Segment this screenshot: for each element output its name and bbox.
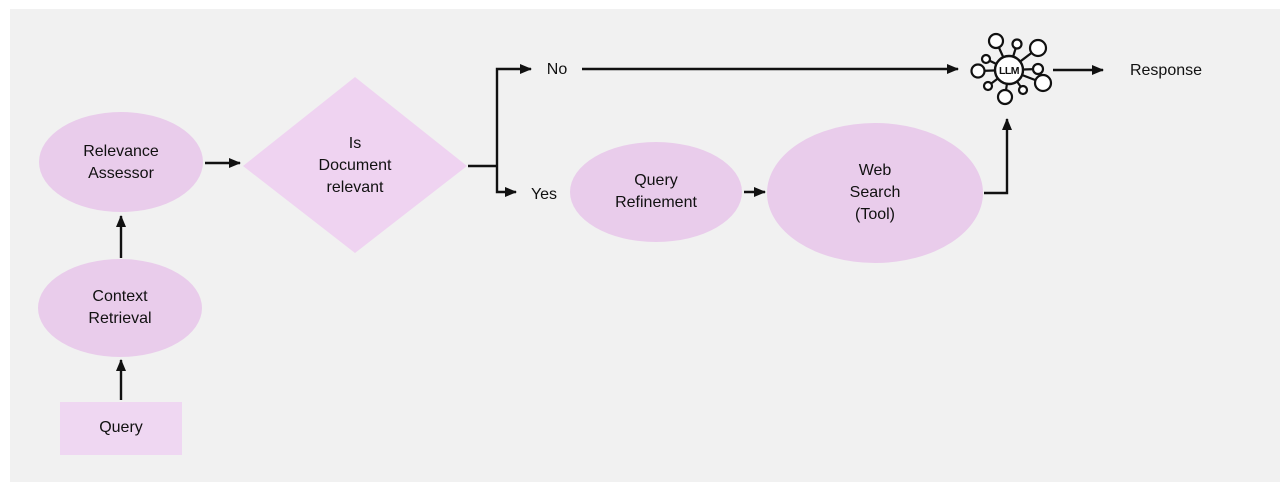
node-query xyxy=(60,402,182,455)
edge-label-no: No xyxy=(546,61,568,78)
node-relevance-assessor xyxy=(39,112,203,212)
label-context-retrieval: Context Retrieval xyxy=(88,287,152,327)
node-web-search xyxy=(767,123,983,263)
label-response: Response xyxy=(1129,61,1203,79)
label-query-refinement: Query Refinement xyxy=(615,171,697,211)
node-context-retrieval xyxy=(38,259,202,357)
label-decision: Is Document relevant xyxy=(318,134,392,197)
llm-icon: LLM xyxy=(970,32,1053,106)
edge-label-yes: Yes xyxy=(530,186,558,203)
label-query: Query xyxy=(99,418,143,436)
node-decision-diamond xyxy=(243,77,467,253)
edge-decision-no-branch xyxy=(495,64,532,166)
edge-decision-yes-branch xyxy=(495,166,517,197)
flowchart-canvas xyxy=(10,9,1280,482)
label-relevance-assessor: Relevance Assessor xyxy=(83,142,159,182)
label-web-search: Web Search (Tool) xyxy=(849,161,901,224)
node-query-refinement xyxy=(570,142,742,242)
llm-icon-label: LLM xyxy=(999,65,1020,77)
edge-websearch-to-llm xyxy=(984,118,1012,195)
